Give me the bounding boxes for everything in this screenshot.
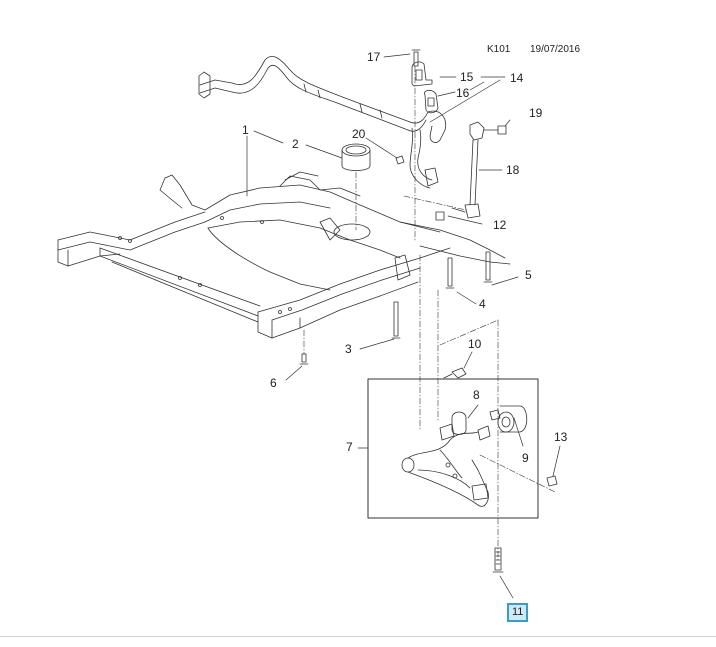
bushing-8 — [439, 411, 467, 441]
callout-9[interactable]: 9 — [522, 451, 529, 465]
callout-13[interactable]: 13 — [554, 430, 568, 444]
callout-7[interactable]: 7 — [346, 440, 353, 454]
callout-1[interactable]: 1 — [242, 123, 249, 137]
callout-12[interactable]: 12 — [493, 218, 507, 232]
diagram-date: 19/07/2016 — [530, 44, 581, 55]
subframe — [57, 171, 511, 339]
stabilizer-bar — [198, 56, 447, 189]
diagram-code: K101 — [487, 44, 511, 55]
bolt-10 — [443, 367, 467, 379]
callout-17[interactable]: 17 — [367, 50, 381, 64]
callout-14[interactable]: 14 — [510, 71, 524, 85]
callout-20[interactable]: 20 — [352, 127, 366, 141]
lower-control-arm — [401, 425, 491, 507]
bolts — [299, 211, 493, 365]
leader-lines — [246, 53, 561, 599]
assembly-box-7 — [367, 378, 539, 519]
callout-6[interactable]: 6 — [270, 376, 277, 390]
bolt-17 — [411, 49, 421, 67]
bolt-11 — [492, 547, 504, 573]
callout-2[interactable]: 2 — [292, 137, 299, 151]
callout-5[interactable]: 5 — [525, 268, 532, 282]
assembly-lines — [303, 65, 556, 561]
stabilizer-link — [451, 121, 507, 219]
bushing-clamp — [411, 61, 439, 114]
bushing-9 — [489, 405, 528, 433]
callout-4[interactable]: 4 — [479, 297, 486, 311]
mount-bushing — [341, 143, 405, 171]
callout-16[interactable]: 16 — [456, 86, 470, 100]
nut-13 — [546, 475, 558, 487]
callout-3[interactable]: 3 — [345, 342, 352, 356]
callout-18[interactable]: 18 — [506, 163, 520, 177]
callout-15[interactable]: 15 — [460, 70, 474, 84]
callout-10[interactable]: 10 — [468, 337, 482, 351]
bottom-divider — [0, 636, 716, 637]
callout-11[interactable]: 11 — [507, 603, 529, 622]
callout-8[interactable]: 8 — [473, 388, 480, 402]
callout-19[interactable]: 19 — [529, 106, 543, 120]
